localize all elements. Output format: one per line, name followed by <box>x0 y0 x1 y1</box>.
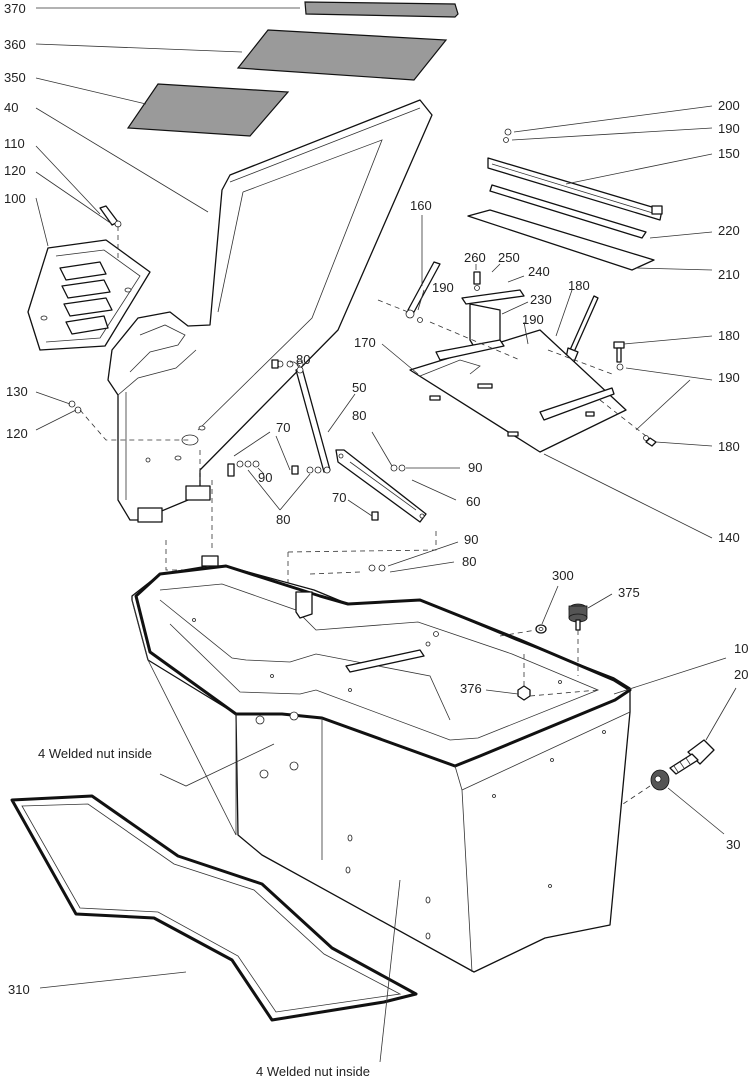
callout-200: 200 <box>718 98 740 113</box>
link-bar-60 <box>335 449 427 523</box>
mounting-plate-140 <box>409 329 627 453</box>
callout-110: 110 <box>4 136 25 151</box>
callout-80-left: 80 <box>276 512 290 527</box>
callout-30: 30 <box>726 837 740 852</box>
callout-190-right: 190 <box>718 370 740 385</box>
callout-220: 220 <box>718 223 740 238</box>
callout-70-bar: 70 <box>332 490 346 505</box>
bolt-180-right <box>613 341 625 371</box>
fasteners-80-90 <box>227 359 406 572</box>
callout-360: 360 <box>4 37 26 52</box>
callout-130: 130 <box>6 384 28 399</box>
pad-350 <box>126 83 290 137</box>
callout-100: 100 <box>4 191 26 206</box>
vent-grille-100 <box>27 239 151 351</box>
callout-90-lower: 90 <box>464 532 478 547</box>
strip-220 <box>489 184 647 239</box>
leader-lines <box>35 7 737 1063</box>
callout-120-lower: 120 <box>6 426 28 441</box>
callout-150: 150 <box>718 146 740 161</box>
sheet-210 <box>467 209 655 271</box>
callout-376: 376 <box>460 681 482 696</box>
callout-20: 20 <box>734 667 748 682</box>
gasket-310 <box>10 794 418 1022</box>
callout-50: 50 <box>352 380 366 395</box>
callout-190: 190 <box>718 121 740 136</box>
nut-376 <box>517 685 531 701</box>
callout-210: 210 <box>718 267 740 282</box>
pad-360 <box>236 29 448 81</box>
callout-370: 370 <box>4 1 26 16</box>
link-arm-50 <box>295 366 331 474</box>
callout-90-left: 90 <box>258 470 272 485</box>
callout-310: 310 <box>8 982 30 997</box>
callout-40: 40 <box>4 100 18 115</box>
callout-300: 300 <box>552 568 574 583</box>
callout-labels: 370 360 350 40 110 120 100 130 120 200 1… <box>4 1 748 1079</box>
callout-190-mid: 190 <box>522 312 544 327</box>
washer-300 <box>535 624 547 634</box>
threaded-rod-180 <box>565 295 599 363</box>
washers-130-120 <box>68 400 82 414</box>
callout-350: 350 <box>4 70 26 85</box>
callout-10: 10 <box>734 641 748 656</box>
callout-160: 160 <box>410 198 432 213</box>
callout-140: 140 <box>718 530 740 545</box>
callout-180-lower: 180 <box>718 439 740 454</box>
note-welded-nut-upper: 4 Welded nut inside <box>38 746 152 761</box>
callout-180-rod: 180 <box>568 278 590 293</box>
rubber-foot-375 <box>568 603 588 631</box>
callout-250: 250 <box>498 250 520 265</box>
callout-375: 375 <box>618 585 640 600</box>
callout-80-top: 80 <box>296 352 310 367</box>
callout-190-strut: 190 <box>432 280 454 295</box>
gas-strut-160 <box>405 261 441 319</box>
main-body-10 <box>131 555 632 973</box>
tray-150 <box>487 157 663 221</box>
lid-frame-40 <box>107 99 433 523</box>
bolt-20 <box>669 739 715 775</box>
callout-170: 170 <box>354 335 376 350</box>
callout-240: 240 <box>528 264 550 279</box>
callout-80-bar: 80 <box>352 408 366 423</box>
callout-60: 60 <box>466 494 480 509</box>
callout-180-right: 180 <box>718 328 740 343</box>
knob-30 <box>650 769 670 791</box>
callout-260: 260 <box>464 250 486 265</box>
pad-370 <box>304 1 459 18</box>
callout-70-left: 70 <box>276 420 290 435</box>
callout-230: 230 <box>530 292 552 307</box>
callout-80-lower: 80 <box>462 554 476 569</box>
bolt-260 <box>473 271 481 291</box>
screw-110 <box>99 205 122 228</box>
callout-120: 120 <box>4 163 26 178</box>
note-welded-nut-lower: 4 Welded nut inside <box>256 1064 370 1079</box>
callout-90-bar: 90 <box>468 460 482 475</box>
